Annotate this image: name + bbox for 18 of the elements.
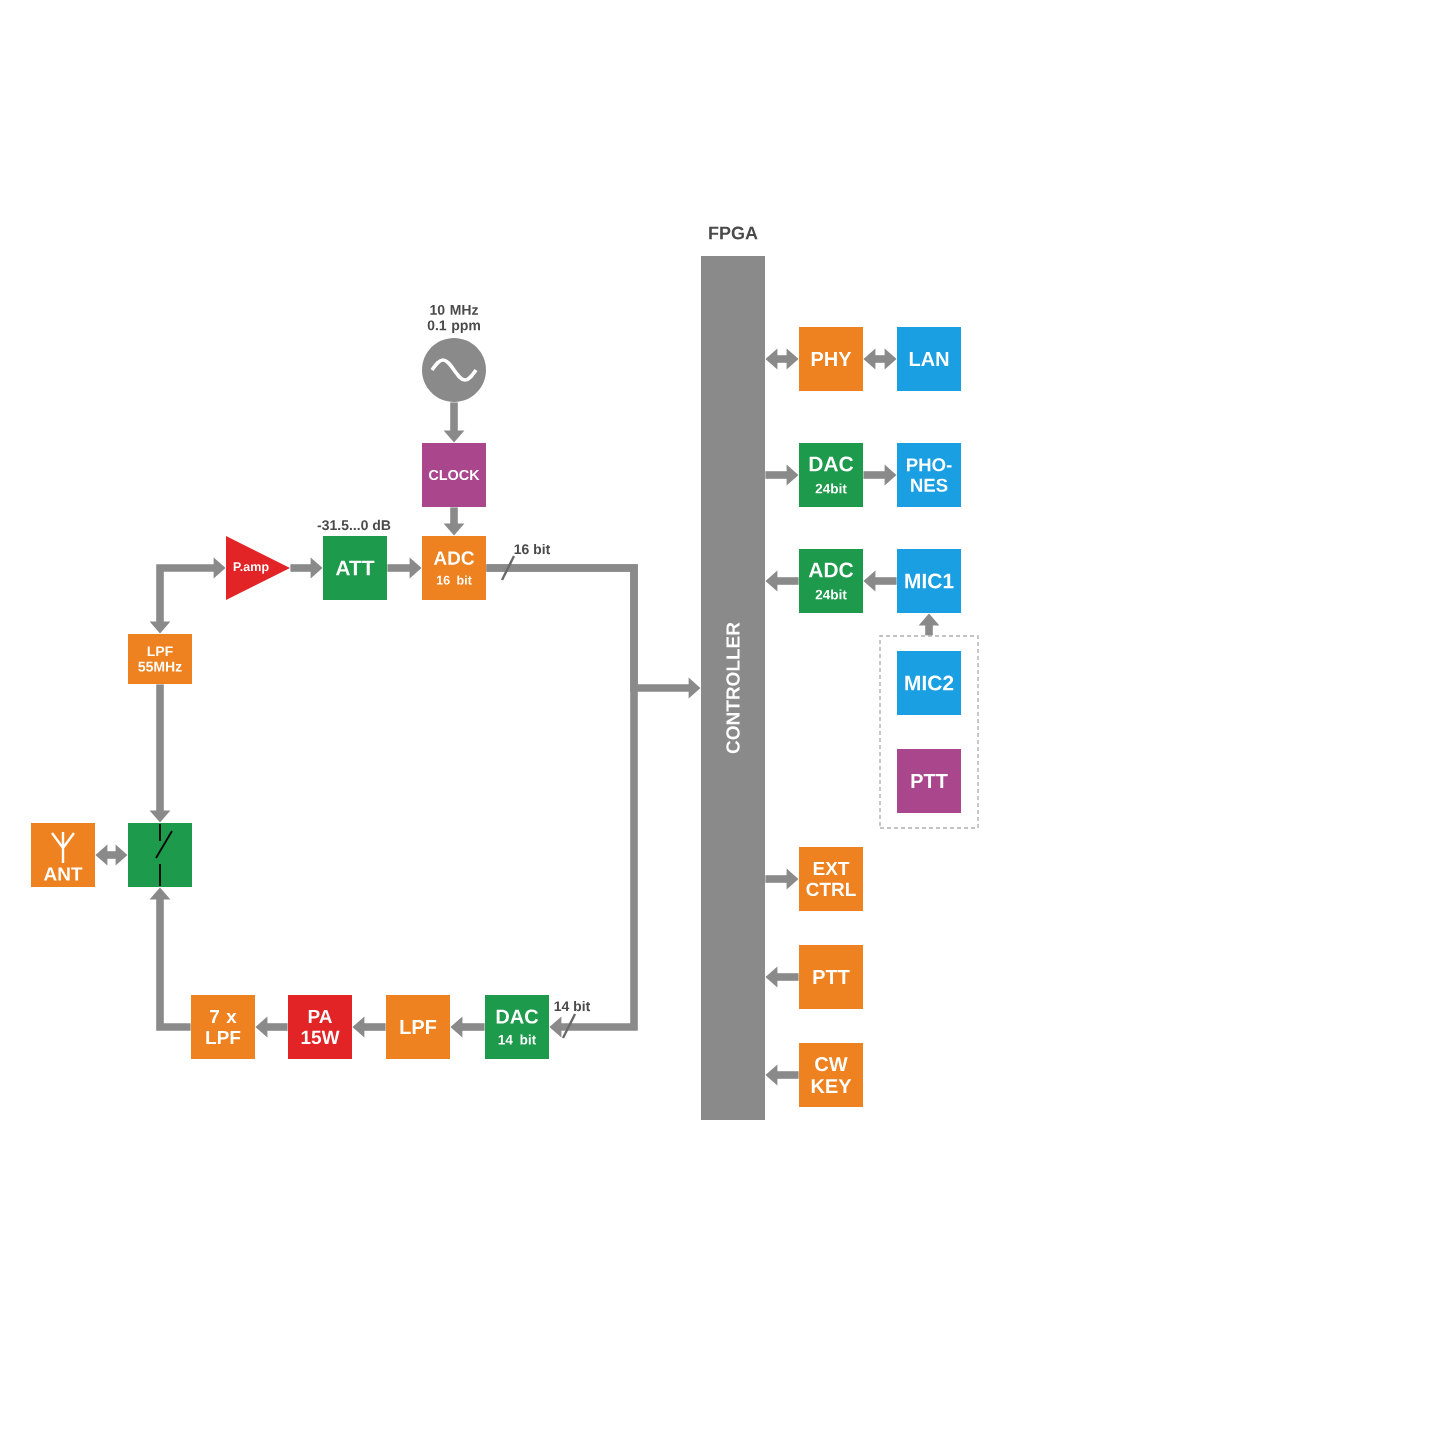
dashed-group-box [879, 635, 979, 829]
function-block: PTT [897, 749, 961, 813]
function-block: MIC2 [897, 651, 961, 715]
function-block: MIC1 [897, 549, 961, 613]
heading: FPGA [709, 226, 758, 240]
arrow [486, 564, 638, 1038]
function-block: 7 x LPF [191, 995, 255, 1059]
function-block: PA 15W [288, 995, 352, 1059]
function-block: LPF [386, 995, 450, 1059]
function-block: PHY [799, 327, 863, 391]
function-block: ANT [31, 823, 95, 887]
function-block: LAN [897, 327, 961, 391]
function-block: CW KEY [799, 1043, 863, 1107]
function-block: ATT [323, 536, 387, 600]
function-block: PHO- NES [897, 443, 961, 507]
function-block: PTT [799, 945, 863, 1009]
controller-bar: CONTROLLER [701, 256, 765, 1120]
function-block: EXT CTRL [799, 847, 863, 911]
